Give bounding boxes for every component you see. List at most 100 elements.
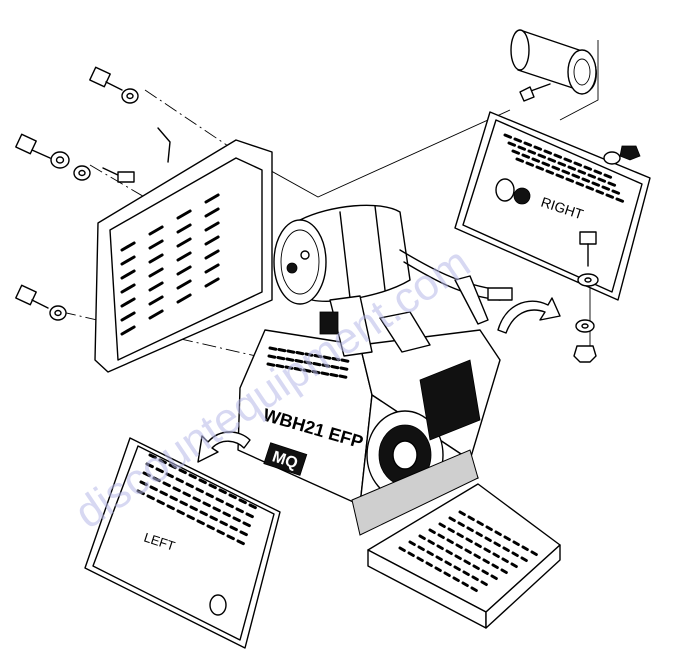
vent-slot bbox=[331, 357, 341, 362]
vent-slot bbox=[145, 462, 154, 469]
right-hardware bbox=[573, 145, 641, 363]
vent-slot bbox=[238, 498, 247, 505]
vent-slot bbox=[454, 554, 462, 560]
vent-slot bbox=[434, 566, 442, 572]
vent-slot bbox=[239, 530, 248, 537]
vent-slot bbox=[204, 207, 220, 218]
back-panel bbox=[94, 139, 273, 373]
vent-slot bbox=[510, 562, 518, 568]
vent-slot bbox=[447, 527, 455, 533]
vent-slot bbox=[176, 237, 192, 248]
mq-logo: MQ bbox=[263, 442, 308, 476]
vent-slot bbox=[595, 189, 605, 195]
vent-slot bbox=[176, 509, 185, 516]
vent-slot bbox=[120, 325, 136, 336]
vent-slot bbox=[417, 545, 425, 551]
vent-slot bbox=[583, 165, 593, 171]
vent-slot bbox=[188, 473, 197, 480]
vent-slot bbox=[148, 267, 164, 278]
vent-slot bbox=[205, 492, 214, 499]
vent-slot bbox=[340, 358, 350, 363]
vent-slot bbox=[530, 550, 538, 556]
vent-slot bbox=[571, 173, 581, 179]
vent-slot bbox=[484, 536, 492, 542]
vent-slot bbox=[120, 311, 136, 322]
vent-slot bbox=[311, 370, 321, 375]
vent-slot bbox=[284, 365, 294, 370]
vent-slot bbox=[416, 556, 424, 562]
vent-slot bbox=[541, 161, 551, 167]
vent-slot bbox=[338, 374, 348, 379]
vent-slot bbox=[199, 510, 208, 517]
vent-slot bbox=[218, 488, 227, 495]
vent-slot bbox=[166, 504, 175, 511]
vent-slot bbox=[561, 169, 571, 175]
vent-slot bbox=[611, 189, 621, 195]
vent-slot bbox=[585, 185, 595, 191]
vent-slot bbox=[591, 181, 601, 187]
vent-slot bbox=[545, 169, 555, 175]
vent-slot bbox=[176, 265, 192, 276]
vent-slot bbox=[537, 153, 547, 159]
vent-slot bbox=[503, 535, 511, 541]
step-platform bbox=[351, 449, 561, 629]
vent-slot bbox=[525, 161, 535, 167]
vent-slot bbox=[581, 177, 591, 183]
vent-slot bbox=[156, 499, 165, 506]
vent-slot bbox=[285, 357, 295, 362]
vent-slot bbox=[513, 137, 523, 143]
vent-slot bbox=[175, 477, 184, 484]
vent-slot bbox=[453, 565, 461, 571]
vent-slot bbox=[120, 269, 136, 280]
bolt-washer-bottom-left bbox=[15, 284, 67, 321]
vent-slot bbox=[185, 482, 194, 489]
vent-slot bbox=[426, 550, 434, 556]
vent-slot bbox=[512, 540, 520, 546]
vent-slot bbox=[149, 485, 158, 492]
vent-slot bbox=[521, 153, 531, 159]
vent-slot bbox=[563, 157, 573, 163]
vent-slot bbox=[494, 530, 502, 536]
vent-slot bbox=[593, 169, 603, 175]
vent-slot bbox=[427, 539, 435, 545]
vent-slot bbox=[551, 165, 561, 171]
vent-slot bbox=[435, 555, 443, 561]
vent-slot bbox=[482, 558, 490, 564]
vent-slot bbox=[286, 349, 296, 354]
vent-slot bbox=[490, 574, 498, 580]
vent-slot bbox=[120, 241, 136, 252]
vent-slot bbox=[475, 531, 483, 537]
vent-slot bbox=[158, 458, 167, 465]
vent-slot bbox=[502, 546, 510, 552]
vent-slot bbox=[159, 490, 168, 497]
vent-slot bbox=[313, 354, 323, 359]
vent-slot bbox=[169, 495, 178, 502]
vent-slot bbox=[178, 468, 187, 475]
vent-slot bbox=[212, 506, 221, 513]
vent-slot bbox=[517, 145, 527, 151]
vent-slot bbox=[521, 545, 529, 551]
vent-slot bbox=[232, 516, 241, 523]
vent-slot bbox=[120, 255, 136, 266]
vent-slot bbox=[515, 157, 525, 163]
vent-slot bbox=[467, 515, 475, 521]
vent-slot bbox=[219, 520, 228, 527]
vent-slot bbox=[152, 476, 161, 483]
vent-slot bbox=[204, 221, 220, 232]
vent-slot bbox=[452, 576, 460, 582]
vent-slot bbox=[202, 501, 211, 508]
vent-slot bbox=[573, 161, 583, 167]
vent-slot bbox=[607, 181, 617, 187]
vent-slot bbox=[195, 487, 204, 494]
vent-slot bbox=[192, 496, 201, 503]
vent-slot bbox=[267, 354, 277, 359]
vent-slot bbox=[148, 295, 164, 306]
vent-slot bbox=[407, 551, 415, 557]
vent-slot bbox=[485, 525, 493, 531]
vent-slot bbox=[302, 368, 312, 373]
vent-slot bbox=[303, 360, 313, 365]
vent-slot bbox=[565, 177, 575, 183]
vent-slot bbox=[176, 279, 192, 290]
vent-slot bbox=[436, 544, 444, 550]
